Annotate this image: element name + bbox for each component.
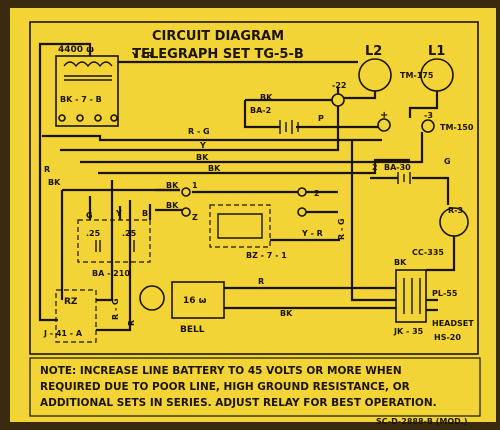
wire-y-ba: Y [115, 209, 122, 218]
capacitor-block-ba210 [77, 219, 151, 263]
label-l2: L2 [365, 44, 382, 59]
label-pl55: PL-55 [432, 289, 458, 298]
label-two-a: 2 [372, 163, 378, 172]
bell-gong [139, 285, 165, 311]
wire-r-j: R [127, 320, 136, 326]
label-bz71: BZ - 7 - 1 [246, 251, 287, 260]
wire-bk-mid: BK [196, 153, 209, 162]
label-ba30: BA-30 [384, 163, 411, 172]
label-hs20: HS-20 [434, 333, 461, 342]
buzzer-bz71 [209, 204, 271, 248]
title-line1: CIRCUIT DIAGRAM [152, 29, 284, 44]
wire-rg-mid: R - G [188, 127, 210, 136]
wire-bk-z: BK [166, 201, 179, 210]
coil-value: 4400 ω [58, 45, 94, 55]
label-two-b: 2 [314, 189, 320, 198]
label-j41: J - 41 - A [43, 329, 83, 338]
label-plus: + [380, 110, 388, 121]
drawing-number: SC-D-2888-B (MOD.) [376, 417, 467, 426]
wire-y-mid: Y [199, 141, 206, 150]
note-line1: NOTE: INCREASE LINE BATTERY TO 45 VOLTS … [40, 365, 402, 377]
note-line2: REQUIRED DUE TO POOR LINE, HIGH GROUND R… [40, 381, 410, 393]
wire-p: P [318, 114, 324, 123]
wire-r-left: R [44, 165, 50, 174]
label-tm175: TM-175 [400, 71, 434, 80]
jack-j41a [55, 289, 97, 343]
wire-bk-1: BK [166, 181, 179, 190]
label-cc335: CC-335 [412, 248, 444, 257]
label-minus22: -22 [332, 81, 346, 90]
diagram-border [29, 21, 479, 355]
battery-ba30 [397, 172, 411, 184]
wire-b-ba: B [142, 209, 148, 218]
wire-g-right: G [444, 157, 451, 166]
label-one: 1 [192, 181, 198, 190]
wire-bk-left: BK [48, 178, 61, 187]
label-rz: RZ [64, 297, 78, 307]
terminal-minus22 [331, 93, 345, 107]
jack-jk35 [395, 269, 427, 323]
label-ba2: BA-2 [250, 106, 271, 115]
wire-bk-mid2: BK [208, 164, 221, 173]
wire-bk-bell: BK [280, 309, 293, 318]
bell-body [171, 281, 225, 319]
bell-label: BELL [180, 325, 205, 335]
bell-value: 16 ω [183, 296, 207, 306]
battery-ba2 [279, 120, 299, 134]
label-l1: L1 [428, 44, 445, 59]
label-cap1: .25 [86, 229, 101, 238]
label-z: Z [192, 213, 198, 222]
relay-bk7b [55, 55, 119, 127]
wire-bk-l2: BK [260, 93, 273, 102]
label-headset: HEADSET [432, 319, 474, 328]
wire-r-bell: R [258, 277, 264, 286]
label-minus3: -3 [424, 111, 433, 120]
wire-rg-vert: R - G [337, 218, 346, 240]
wire-bk-right: BK [394, 258, 407, 267]
note-line3: ADDITIONAL SETS IN SERIES. ADJUST RELAY … [40, 397, 437, 409]
wire-yr-bz: Y - R [301, 229, 323, 238]
note-box [29, 357, 481, 417]
label-tm150: TM-150 [440, 123, 474, 132]
terminal-plus [377, 118, 391, 132]
terminal-minus3 [421, 119, 435, 133]
title-line2: TELEGRAPH SET TG-5-B [132, 47, 304, 62]
wire-yr-top: Y - R [131, 51, 153, 60]
wire-rg-j: R - G [111, 298, 120, 320]
label-jk35: JK - 35 [393, 327, 424, 336]
relay-label: BK - 7 - B [60, 95, 102, 104]
terminal-l2 [358, 58, 392, 92]
label-r3: R-3 [448, 206, 463, 215]
